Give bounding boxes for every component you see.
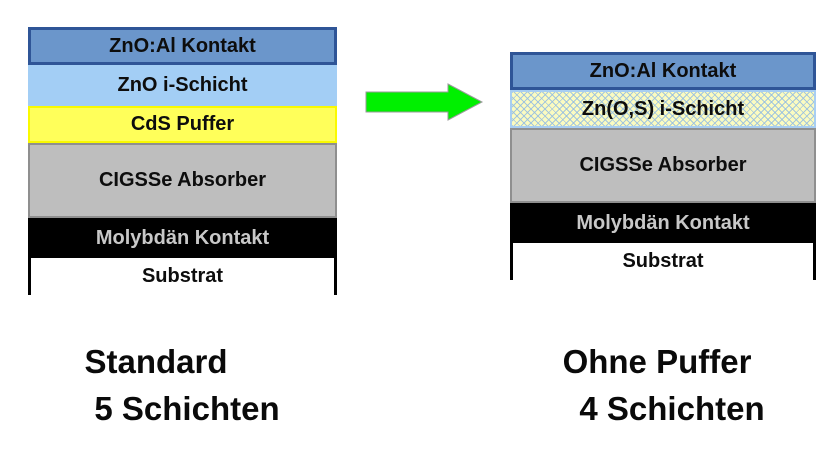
left-layer-cds-puffer: CdS Puffer	[28, 106, 337, 143]
layer-label: Zn(O,S) i-Schicht	[581, 97, 745, 120]
right-layer-molybdaen-kontakt: Molybdän Kontakt	[510, 203, 816, 243]
left-layer-molybdaen-kontakt: Molybdän Kontakt	[28, 218, 337, 258]
left-layer-substrat: Substrat	[28, 258, 337, 295]
transformation-arrow	[364, 81, 484, 123]
left-layer-zno-al-kontakt: ZnO:Al Kontakt	[28, 27, 337, 65]
layer-label: CdS Puffer	[130, 113, 235, 135]
layer-label: CIGSSe Absorber	[98, 169, 267, 191]
right-layer-zno-al-kontakt: ZnO:Al Kontakt	[510, 52, 816, 90]
right-arrow-icon	[365, 83, 484, 121]
right-caption-title: Ohne Puffer	[562, 343, 752, 380]
layer-label: Molybdän Kontakt	[576, 211, 750, 234]
layer-label: Molybdän Kontakt	[95, 226, 270, 249]
left-caption-title: Standard	[84, 343, 228, 380]
left-layer-zno-i-schicht: ZnO i-Schicht	[28, 65, 337, 106]
left-caption-subtitle: 5 Schichten	[94, 390, 280, 427]
layer-label: Substrat	[622, 250, 704, 272]
layer-label: ZnO:Al Kontakt	[109, 34, 256, 57]
right-layer-znos-i-schicht: Zn(O,S) i-Schicht	[510, 90, 816, 128]
right-layer-substrat: Substrat	[510, 243, 816, 280]
right-caption-subtitle: 4 Schichten	[579, 390, 765, 427]
left-layer-cigsse-absorber: CIGSSe Absorber	[28, 143, 337, 218]
layer-label: Substrat	[141, 265, 224, 287]
layer-label: ZnO i-Schicht	[117, 74, 248, 96]
layer-label: CIGSSe Absorber	[579, 154, 747, 176]
right-layer-cigsse-absorber: CIGSSe Absorber	[510, 128, 816, 203]
layer-label: ZnO:Al Kontakt	[589, 59, 737, 82]
